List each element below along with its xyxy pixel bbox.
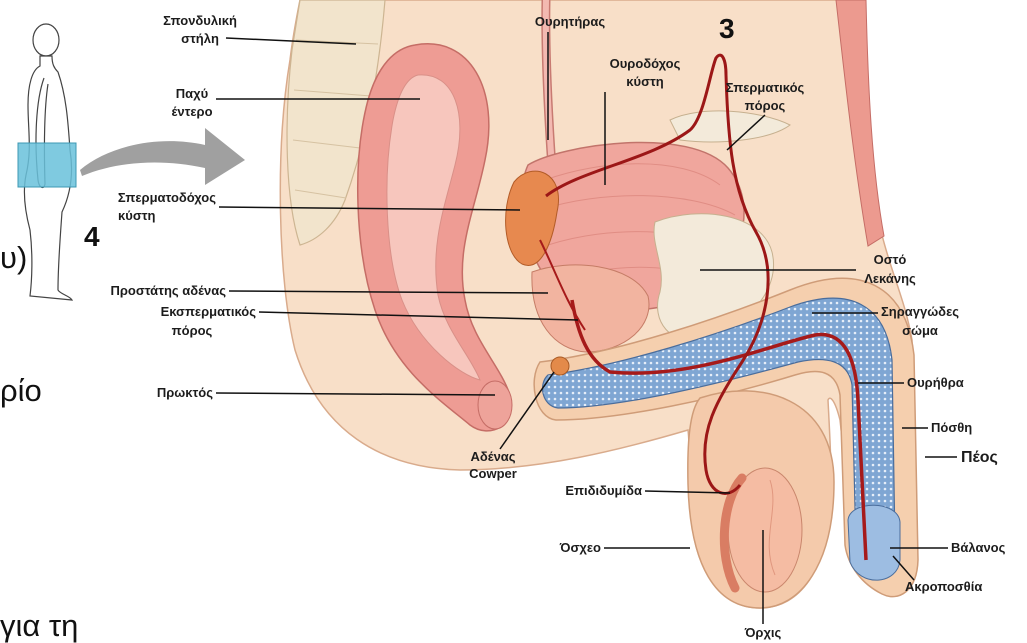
anatomy-illustration	[280, 0, 918, 608]
label-rectum: Πρωκτός	[157, 385, 213, 400]
label-corpus-cavernosum-line2: σώμα	[902, 323, 938, 338]
label-corpus-cavernosum-line1: Σηραγγώδες	[881, 304, 959, 319]
glans	[848, 505, 900, 580]
slide-fragment-1: υ)	[0, 240, 27, 275]
label-seminal-vesicle-line1: Σπερματοδόχος	[118, 190, 216, 205]
label-vas-deferens-line2: πόρος	[745, 98, 786, 113]
label-prepuce: Πόσθη	[931, 420, 972, 435]
label-pelvic-bone-line1: Οστό	[874, 252, 907, 267]
label-epididymis: Επιδιδυμίδα	[565, 483, 642, 498]
label-penis: Πέος	[961, 449, 998, 466]
label-bladder-line1: Ουροδόχος	[610, 56, 681, 71]
label-foreskin: Ακροποσθία	[905, 579, 982, 594]
label-scrotum: Όσχεο	[559, 540, 601, 555]
marker-three: 3	[719, 13, 735, 44]
label-glans: Βάλανος	[951, 540, 1006, 555]
label-bladder-line2: κύστη	[626, 74, 664, 89]
label-seminal-vesicle-line2: κύστη	[118, 208, 156, 223]
label-testis: Όρχις	[744, 625, 782, 640]
slide-fragment-3: για τη	[0, 608, 78, 643]
pointer-arrow	[80, 128, 245, 185]
label-large-intestine-line1: Παχύ	[176, 86, 209, 101]
marker-four: 4	[84, 221, 100, 252]
slide-fragment-2: ρίο	[0, 373, 42, 408]
label-large-intestine-line2: έντερο	[171, 104, 212, 119]
label-spine-line2: στήλη	[181, 31, 219, 46]
label-vas-deferens-line1: Σπερματικός	[726, 80, 805, 95]
label-cowper-line1: Αδένας	[470, 449, 515, 464]
label-prostate: Προστάτης αδένας	[110, 283, 226, 298]
label-ejaculatory-duct-line1: Εκσπερματικός	[161, 304, 257, 319]
silhouette-head	[33, 24, 59, 56]
label-spine-line1: Σπονδυλική	[163, 13, 237, 28]
label-cowper-line2: Cowper	[469, 466, 517, 481]
label-urethra: Ουρήθρα	[907, 375, 964, 390]
label-pelvic-bone-line2: Λεκάνης	[864, 271, 916, 286]
pelvis-highlight-box	[18, 143, 76, 187]
label-ureter: Ουρητήρας	[535, 14, 605, 29]
anus	[478, 381, 512, 429]
label-ejaculatory-duct-line2: πόρος	[172, 323, 213, 338]
